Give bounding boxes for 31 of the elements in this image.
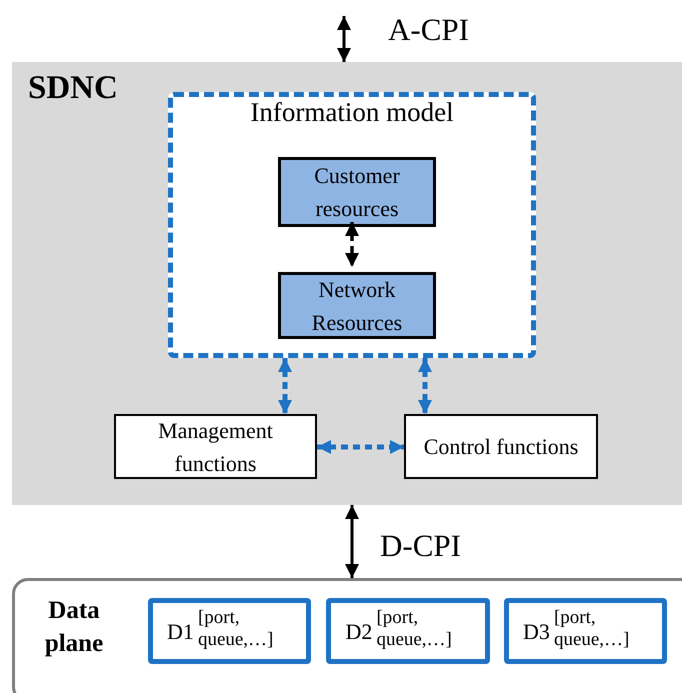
function-box — [114, 414, 317, 479]
panel-title: SDNC — [28, 72, 118, 105]
device-attributes: [port, queue,…] — [376, 607, 453, 651]
device-label: D3 — [523, 621, 550, 643]
device-attributes: [port, queue,…] — [198, 607, 274, 651]
device-box — [148, 598, 311, 664]
double-arrow — [337, 16, 351, 62]
device-attributes: [port, queue,…] — [554, 607, 630, 651]
box-label: Customer resources — [313, 162, 401, 223]
device-box — [326, 598, 490, 664]
function-box — [404, 414, 598, 479]
controller-panel — [12, 62, 682, 505]
edge-label: A-CPI — [388, 14, 469, 45]
box-label: Management functions — [157, 416, 274, 478]
model-box — [278, 272, 436, 339]
double-arrow — [278, 358, 292, 414]
double-arrow — [345, 505, 359, 578]
panel-title: Data plane — [44, 596, 104, 658]
box-label: Network Resources — [310, 276, 404, 336]
group-title: Information model — [249, 99, 455, 126]
model-box — [278, 157, 436, 227]
edge-label: D-CPI — [380, 530, 461, 561]
double-arrow — [345, 222, 359, 267]
dashed-group-box — [168, 92, 536, 358]
box-label: Control functions — [422, 433, 580, 461]
double-arrow — [418, 358, 432, 414]
device-label: D1 — [167, 621, 194, 643]
data-plane-panel — [12, 578, 682, 693]
device-box — [504, 598, 667, 664]
double-arrow — [317, 440, 404, 454]
device-label: D2 — [346, 621, 372, 643]
